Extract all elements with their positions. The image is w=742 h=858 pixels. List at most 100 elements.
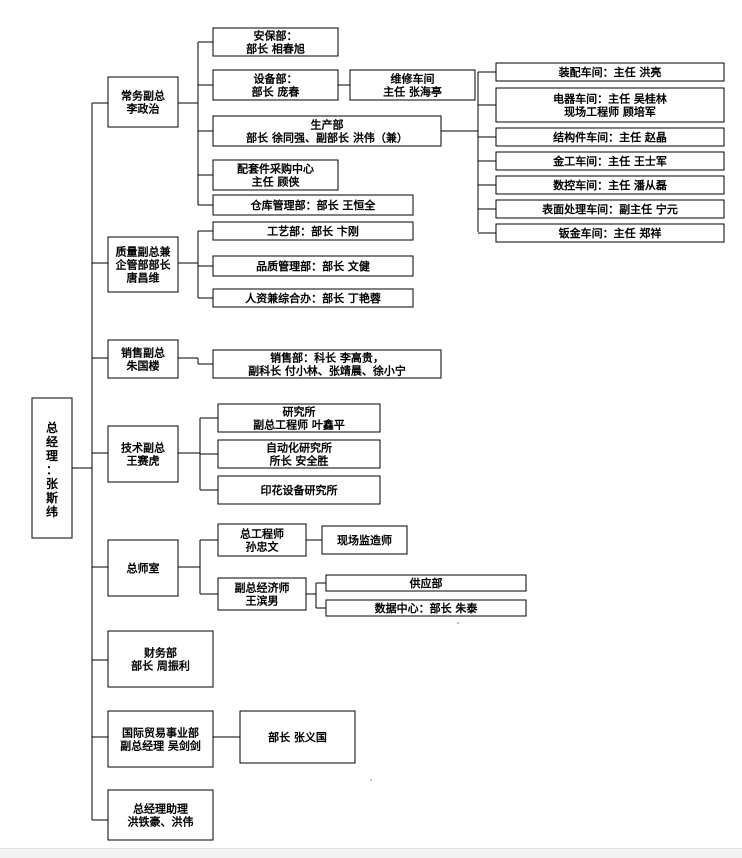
equipment-dept-box: 设备部：部长 庞春 (212, 69, 339, 101)
finance-dept-box-frame (107, 630, 214, 688)
general-manager-name-char: 总 (46, 420, 58, 435)
data-center-box-text: 数据中心：部长 朱泰 (375, 601, 479, 615)
general-manager-name-char: 经 (46, 434, 58, 449)
intl-trade-box-text: 国际贸易事业部 (122, 726, 199, 740)
security-dept-box: 安保部：部长 相春旭 (212, 27, 339, 57)
executive-vp-box-text: 常务副总 (121, 89, 165, 103)
security-dept-box-frame (212, 27, 339, 57)
production-dept-box-text: 生产部 (311, 118, 344, 132)
printing-equipment-institute-box: 印花设备研究所 (217, 475, 381, 505)
site-supervisor-box-frame (321, 525, 408, 555)
printing-equipment-institute-box-frame (217, 475, 381, 505)
supply-dept-box-text: 供应部 (409, 576, 443, 590)
research-institute-box-text: 副总工程师 叶鑫平 (253, 418, 345, 432)
intl-trade-box-text: 副总经理 吴剑剑 (120, 739, 201, 753)
chief-engineer-office-box-text: 总师室 (127, 561, 160, 575)
general-manager-name-char: ： (46, 463, 58, 477)
sales-vp-box-text: 朱国楼 (126, 359, 160, 373)
workshop-box-frame (495, 127, 725, 147)
tech-vp-box-text: 王赛虎 (127, 454, 160, 468)
automation-institute-box-text: 自动化研究所 (266, 441, 332, 455)
workshop-box-frame (495, 199, 725, 219)
quality-mgmt-dept-box-frame (212, 255, 414, 277)
workshop-box-text: 装配车间：主任 洪亮 (558, 65, 662, 79)
procurement-center-box-text: 配套件采购中心 (237, 162, 314, 176)
research-institute-box-text: 研究所 (283, 405, 316, 419)
research-institute-box-frame (217, 403, 381, 433)
hr-office-box-text: 人资兼综合办：部长 丁艳蓉 (245, 291, 382, 305)
general-manager-name-char: 纬 (46, 504, 58, 519)
workshop-box-frame (495, 223, 725, 243)
site-supervisor-box-text: 现场监造师 (337, 533, 392, 547)
workshop-box-text: 现场工程师 顾培军 (564, 105, 656, 119)
intl-trade-head-box-frame (239, 710, 356, 764)
quality-vp-box-text: 唐昌维 (127, 271, 160, 285)
security-dept-box-text: 安保部： (254, 29, 298, 43)
deputy-chief-economist-box-frame (217, 577, 307, 611)
finance-dept-box-text: 部长 周振利 (131, 659, 190, 673)
maintenance-workshop-box-frame (349, 69, 476, 101)
chief-engineer-box-text: 总工程师 (240, 527, 284, 541)
deputy-chief-economist-box-text: 王滨男 (246, 594, 279, 608)
chief-engineer-box-text: 孙忠文 (246, 540, 280, 554)
data-center-box: 数据中心：部长 朱泰 (325, 599, 527, 617)
sales-vp-box-frame (107, 339, 179, 379)
process-dept-box-frame (212, 221, 414, 241)
gm-assistant-box-frame (107, 789, 214, 841)
gm-assistant-box-text: 洪铁豪、洪伟 (128, 815, 194, 829)
hr-office-box: 人资兼综合办：部长 丁艳蓉 (212, 288, 414, 308)
sales-dept-box-text: 副科长 付小林、张靖晨、徐小宁 (248, 364, 406, 378)
tech-vp-box-text: 技术副总 (121, 441, 165, 455)
workshop-box: 装配车间：主任 洪亮 (495, 62, 725, 82)
workshop-box-text: 数控车间：主任 潘从磊 (553, 178, 667, 192)
workshop-box-frame (495, 62, 725, 82)
security-dept-box-text: 部长 相春旭 (246, 42, 305, 56)
equipment-dept-box-text: 设备部： (254, 72, 298, 86)
sales-vp-box-text: 销售副总 (121, 346, 165, 360)
warehouse-dept-box-frame (212, 194, 414, 216)
process-dept-box-text: 工艺部：部长 卞刚 (267, 224, 359, 238)
bottom-scrollbar[interactable] (0, 848, 742, 858)
maintenance-workshop-box-text: 主任 张海亭 (383, 85, 442, 99)
general-manager-box (31, 397, 73, 539)
general-manager-name-char: 理 (46, 449, 58, 463)
general-manager-box-frame (31, 397, 73, 539)
warehouse-dept-box: 仓库管理部：部长 王恒全 (212, 194, 414, 216)
workshop-box-text: 金工车间：主任 王士军 (552, 154, 667, 168)
quality-mgmt-dept-box-text: 品质管理部：部长 文健 (256, 259, 371, 273)
sales-dept-box-text: 销售部：科长 李高贵， (270, 351, 384, 365)
production-dept-box-text: 部长 徐同强、副部长 洪伟（兼） (246, 131, 408, 145)
quality-vp-box-frame (107, 236, 179, 293)
deputy-chief-economist-box-text: 副总经济师 (235, 581, 290, 595)
scan-speck (370, 779, 372, 781)
executive-vp-box-text: 李政治 (126, 102, 160, 116)
workshop-box: 金工车间：主任 王士军 (495, 151, 725, 171)
procurement-center-box-frame (212, 159, 339, 191)
finance-dept-box-text: 财务部 (143, 646, 177, 660)
procurement-center-box-text: 主任 顾侠 (252, 175, 301, 189)
sales-dept-box: 销售部：科长 李高贵，副科长 付小林、张靖晨、徐小宁 (212, 349, 442, 379)
automation-institute-box-frame (217, 439, 381, 469)
process-dept-box: 工艺部：部长 卞刚 (212, 221, 414, 241)
automation-institute-box-text: 所长 安全胜 (270, 454, 329, 468)
quality-vp-box-text: 企管部部长 (115, 258, 172, 272)
general-manager-name-char: 张 (46, 476, 59, 491)
quality-vp-box-text: 质量副总兼 (116, 245, 172, 259)
workshop-box-frame (495, 151, 725, 171)
workshop-box: 数控车间：主任 潘从磊 (495, 175, 725, 195)
workshop-box-text: 表面处理车间：副主任 宁元 (541, 202, 678, 216)
executive-vp-box-frame (107, 76, 179, 128)
